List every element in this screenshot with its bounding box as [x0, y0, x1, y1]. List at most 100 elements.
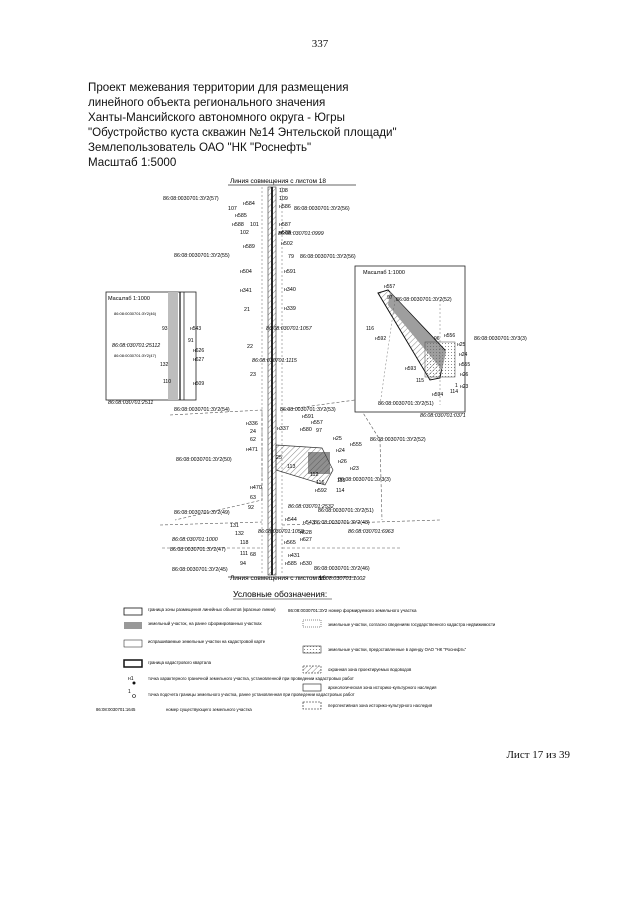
legend-item: перспективная зона историко-культурного …	[328, 703, 433, 708]
point-label: 132	[160, 362, 169, 368]
point-label: н592	[375, 336, 386, 342]
cad-label: 86:08:030701:1058	[258, 529, 304, 535]
cad-label: 86:08:030701:0371	[420, 413, 466, 419]
legend-item: земельный участок, на ранее сформированн…	[148, 621, 263, 626]
legend-item: земельные участки, согласно сведениям го…	[328, 622, 496, 627]
point-label: 21	[244, 307, 250, 313]
map-boundaries	[159, 399, 441, 549]
legend-code-cad: 86:08:0030701:1645	[96, 707, 136, 712]
point-label: н23	[350, 466, 359, 472]
point-label: н557	[384, 284, 395, 290]
title-line: Проект межевания территории для размещен…	[88, 81, 349, 94]
legend-item: испрашиваемые земельные участки на кадас…	[148, 639, 266, 644]
point-label: 101	[250, 222, 259, 228]
cad-label: 86:08:0030701:ЗУ2(51)	[378, 401, 434, 407]
point-label: 97	[387, 295, 393, 301]
point-label: 116	[366, 326, 374, 332]
legend-title: Условные обозначения:	[233, 589, 327, 599]
title-line: Землепользователь ОАО "НК "Роснефть"	[88, 141, 312, 154]
document-title: Проект межевания территории для размещен…	[88, 80, 488, 170]
cad-label: 86:08:0030701:ЗУ3(3)	[474, 336, 527, 342]
point-label: н26	[338, 459, 347, 465]
point-label: 25	[276, 455, 282, 461]
cad-label: 86:08:030701:0999	[278, 231, 324, 237]
title-line: "Обустройство куста скважин №14 Энтельск…	[88, 126, 397, 139]
point-label: н341	[240, 288, 252, 294]
point-label: н585	[285, 561, 297, 567]
point-label: 24	[250, 429, 256, 435]
point-label: 116	[316, 480, 324, 486]
point-label: н555	[350, 442, 362, 448]
point-label: 63	[250, 495, 256, 501]
left-inset-scale: Масштаб 1:1000	[108, 296, 150, 302]
point-label: н543	[303, 520, 315, 526]
point-label: н24	[459, 352, 468, 358]
point-label: 132	[235, 531, 244, 537]
point-label: 115	[416, 378, 424, 384]
cad-label: 86:08:0030701:ЗУ2(49)	[174, 510, 230, 516]
point-label: н336	[246, 421, 258, 427]
point-label: н591	[284, 269, 296, 275]
title-line: Ханты-Мансийского автономного округа - Ю…	[88, 111, 345, 124]
point-label: н556	[444, 333, 455, 339]
point-label: н588	[232, 222, 244, 228]
point-label: н587	[279, 222, 291, 228]
cad-label: 86:08:0030701:ЗУ2(56)	[300, 254, 356, 260]
point-label: 93	[162, 326, 168, 332]
point-label: 110	[163, 379, 171, 385]
point-label: н589	[243, 244, 255, 250]
point-label: н25	[457, 342, 466, 348]
cad-label: 86:08:0030701:ЗУ2(46)	[314, 566, 370, 572]
point-label: н544	[285, 517, 297, 523]
cad-label: 86:08:030701:2511	[108, 400, 153, 406]
legend-item: охранная зона проектируемых водоводов	[328, 667, 412, 672]
legend-item: земельные участки, предоставленные в аре…	[328, 647, 467, 652]
point-label: н340	[284, 287, 296, 293]
point-label: н25	[333, 436, 342, 442]
cad-label: 86:08:0030701:ЗУ2(47)	[170, 547, 226, 553]
point-label: н585	[235, 213, 247, 219]
point-label: н504	[240, 269, 252, 275]
point-label: н588	[279, 230, 291, 236]
cad-label: 86:08:0030701:ЗУ2(46)	[114, 311, 157, 316]
title-line: Масштаб 1:5000	[88, 156, 177, 169]
point-label: 23	[250, 372, 256, 378]
point-labels-right-inset: н557 97 116 н592 96 н556 н25 н24 н555 н2…	[366, 284, 470, 398]
title-line: линейного объекта регионального значения	[88, 96, 326, 109]
cad-label: 86:08:030701:2532	[288, 504, 334, 510]
point-label: н509	[193, 381, 204, 387]
point-label: н586	[279, 204, 291, 210]
point-label: 109	[279, 196, 288, 202]
point-label: н594	[432, 392, 443, 398]
point-label: 102	[240, 230, 249, 236]
legend-item: археологическая зона историко-культурног…	[328, 685, 437, 690]
point-label: н593	[405, 366, 416, 372]
legend-item: номер существующего земельного участка	[166, 707, 252, 712]
page-number: 337	[311, 38, 329, 50]
point-label: н626	[193, 348, 204, 354]
cad-label: 86:08:0030701:ЗУ2(48)	[314, 520, 370, 526]
point-label: н592	[315, 488, 327, 494]
point-label: н627	[193, 357, 204, 363]
point-label: н339	[284, 306, 296, 312]
cad-label: 86:08:0030701:ЗУ2(52)	[370, 437, 426, 443]
point-labels-main: 108 109 н584 н586 107 н585 н588 н587 101…	[228, 188, 362, 567]
point-label: н591	[302, 414, 314, 420]
cad-label: 86:08:0030701:ЗУ2(55)	[174, 253, 230, 259]
cad-label: 86:08:0030701:ЗУ2(50)	[176, 457, 232, 463]
point-label: н23	[460, 384, 469, 390]
point-label: н565	[284, 540, 296, 546]
cad-label: 86:08:0030701:ЗУ2(53)	[280, 407, 336, 413]
line-joint-top: Линия совмещения с листом 18	[230, 178, 326, 185]
point-label: н502	[281, 241, 293, 247]
point-label: 111	[240, 551, 248, 557]
cad-label: 86:08:030701:1115	[252, 358, 297, 364]
legend-code-1: 1	[128, 689, 131, 695]
cadastral-labels: 86:08:0030701:ЗУ2(57) 86:08:0030701:ЗУ2(…	[108, 196, 527, 573]
cad-label: 86:08:0030701:ЗУ2(51)	[318, 508, 374, 514]
point-label: н26	[460, 372, 469, 378]
point-label: н470	[250, 485, 262, 491]
point-label: 113	[287, 464, 295, 470]
legend: Условные обозначения: н1 1 86:08:0030701…	[96, 589, 496, 712]
